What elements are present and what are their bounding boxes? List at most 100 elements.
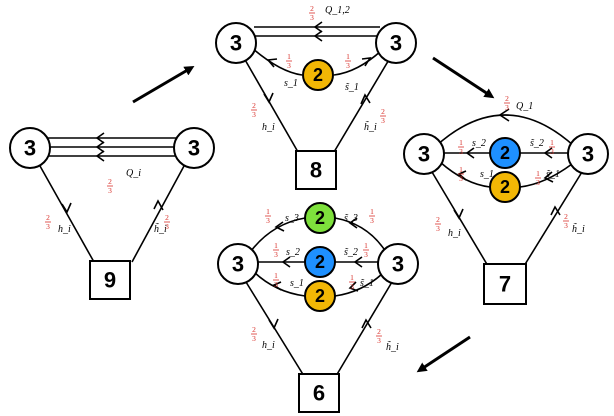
fraction-denominator: 3 xyxy=(550,147,554,156)
fraction-denominator: 3 xyxy=(364,250,368,259)
edge-h xyxy=(431,171,489,267)
fraction-numerator: 2 xyxy=(165,213,169,222)
fraction-denominator: 3 xyxy=(370,216,374,225)
fraction-numerator: 1 xyxy=(459,165,463,174)
field-s3: s_3 xyxy=(285,213,299,224)
fraction-denominator: 3 xyxy=(350,282,354,291)
arrowhead-icon xyxy=(465,147,475,159)
fraction-denominator: 3 xyxy=(252,334,256,343)
fraction-label: 23 xyxy=(107,177,113,195)
gauge-node-3-right xyxy=(377,243,419,285)
fraction-denominator: 3 xyxy=(459,174,463,183)
field-s1-tilde: s̃_1 xyxy=(345,82,359,93)
fraction-label: 13 xyxy=(458,138,464,156)
fraction-label: 23 xyxy=(504,94,510,112)
node-label: 2 xyxy=(313,65,323,85)
fraction-label: 23 xyxy=(251,325,257,343)
field-s1-tilde: s̃_1 xyxy=(546,169,560,180)
gauge-node-3-right xyxy=(567,133,609,175)
flavor-box-9 xyxy=(89,260,131,300)
fraction-numerator: 2 xyxy=(377,327,381,336)
arrowhead-icon xyxy=(543,147,553,159)
node-label: 3 xyxy=(24,136,36,161)
arrowhead-icon xyxy=(268,318,279,330)
box-label: 7 xyxy=(499,272,511,297)
gauge-node-2-orange xyxy=(302,59,334,91)
box-label: 9 xyxy=(104,268,116,293)
gauge-node-3-right xyxy=(173,127,215,169)
node-label: 3 xyxy=(582,142,594,167)
fraction-denominator: 3 xyxy=(436,224,440,233)
fraction-denominator: 3 xyxy=(252,110,256,119)
arrowhead-icon xyxy=(153,199,164,211)
arrowhead-icon xyxy=(353,256,363,268)
fraction-numerator: 1 xyxy=(536,169,540,178)
fraction-label: 23 xyxy=(45,213,51,231)
fraction-numerator: 1 xyxy=(274,271,278,280)
arrowhead-icon xyxy=(281,256,291,268)
gauge-node-2-blue xyxy=(489,137,521,169)
fraction-numerator: 2 xyxy=(381,107,385,116)
fraction-label: 23 xyxy=(251,101,257,119)
fraction-label: 23 xyxy=(164,213,170,231)
node-label: 3 xyxy=(390,31,402,56)
node-label: 2 xyxy=(500,143,510,163)
edge-h-tilde xyxy=(131,165,185,263)
edge-s1 xyxy=(251,47,303,76)
edge-h-tilde xyxy=(335,281,393,377)
fraction-label: 13 xyxy=(286,52,292,70)
arrowhead-icon xyxy=(360,93,371,105)
fraction-label: 13 xyxy=(369,207,375,225)
fraction-denominator: 3 xyxy=(505,103,509,112)
fraction-numerator: 1 xyxy=(550,138,554,147)
arrowhead-icon xyxy=(543,171,554,183)
edge-h xyxy=(39,165,95,263)
field-s2-tilde: s̃_2 xyxy=(344,247,358,258)
box-label: 6 xyxy=(313,381,325,406)
gauge-node-3-left xyxy=(9,127,51,169)
fraction-denominator: 3 xyxy=(564,221,568,230)
field-h: h_i xyxy=(58,224,71,235)
arrowhead-icon xyxy=(361,56,372,67)
fraction-label: 23 xyxy=(309,4,315,22)
node-label: 3 xyxy=(418,142,430,167)
field-h: h_i xyxy=(448,228,461,239)
fraction-numerator: 2 xyxy=(310,4,314,13)
field-s1: s_1 xyxy=(480,169,494,180)
fraction-denominator: 3 xyxy=(536,178,540,187)
fraction-numerator: 1 xyxy=(370,207,374,216)
arrowhead-icon xyxy=(313,21,323,33)
node-label: 3 xyxy=(392,252,404,277)
fraction-label: 13 xyxy=(273,271,279,289)
field-h-tilde: h̃_i xyxy=(572,222,585,235)
arrowhead-icon xyxy=(95,141,105,153)
gauge-node-3-left xyxy=(403,133,445,175)
quiver-6: 3 3 2 2 2 6 s_3 s̃_3 s_2 s̃_2 s_1 s̃_1 h… xyxy=(217,202,419,413)
node-label: 3 xyxy=(232,252,244,277)
fraction-numerator: 2 xyxy=(252,101,256,110)
fraction-denominator: 3 xyxy=(381,116,385,125)
node-label: 3 xyxy=(188,136,200,161)
fraction-label: 13 xyxy=(273,241,279,259)
fraction-denominator: 3 xyxy=(287,61,291,70)
fraction-numerator: 1 xyxy=(459,138,463,147)
fraction-denominator: 3 xyxy=(165,222,169,231)
fraction-label: 13 xyxy=(345,52,351,70)
transition-arrow-9-to-8 xyxy=(132,65,195,104)
arrowhead-icon xyxy=(361,318,372,329)
field-h: h_i xyxy=(262,122,275,133)
field-s1: s_1 xyxy=(284,78,298,89)
fraction-numerator: 2 xyxy=(46,213,50,222)
fraction-denominator: 3 xyxy=(346,61,350,70)
gauge-node-3-right xyxy=(375,22,417,64)
transition-arrow-8-to-7 xyxy=(432,56,495,99)
arrowhead-icon xyxy=(272,281,282,291)
arrowhead-icon xyxy=(348,281,359,292)
field-h-tilde: h̃_i xyxy=(154,222,167,235)
arrowhead-icon xyxy=(263,92,274,104)
field-s2-tilde: s̃_2 xyxy=(530,138,544,149)
fraction-label: 13 xyxy=(549,138,555,156)
fraction-label: 13 xyxy=(458,165,464,183)
arrowhead-icon xyxy=(266,58,278,68)
